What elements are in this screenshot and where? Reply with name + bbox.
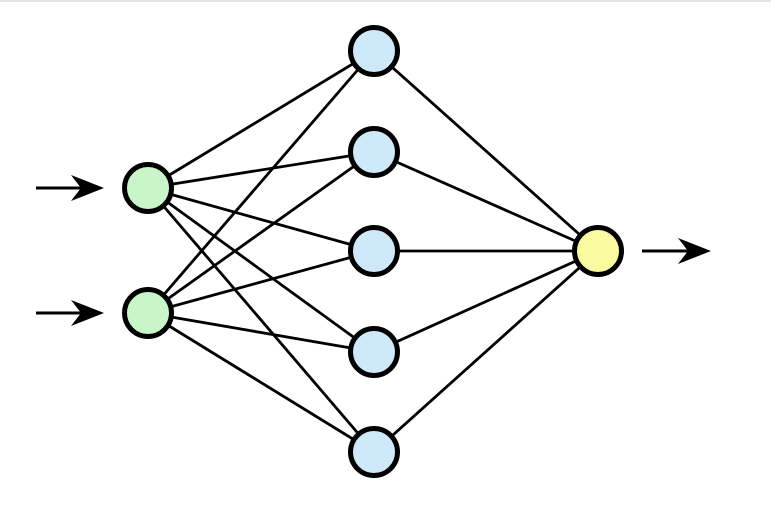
edge-in1-h3 bbox=[147, 186, 375, 253]
input-arrow-1-head-icon bbox=[71, 175, 104, 201]
edge-in2-h5 bbox=[147, 311, 375, 454]
edge-h4-out1 bbox=[373, 249, 599, 354]
edge-in2-h1 bbox=[146, 50, 376, 314]
input-node-2 bbox=[122, 287, 174, 339]
hidden-node-1 bbox=[348, 25, 400, 77]
edge-in1-h5 bbox=[146, 187, 376, 453]
top-border-line bbox=[0, 0, 771, 2]
input-node-1 bbox=[122, 162, 174, 214]
edge-h5-out1 bbox=[373, 249, 599, 454]
hidden-node-4 bbox=[348, 326, 400, 378]
hidden-node-3 bbox=[348, 225, 400, 277]
edge-h1-out1 bbox=[373, 49, 599, 253]
edge-in2-h4 bbox=[147, 311, 375, 354]
hidden-node-2 bbox=[348, 126, 400, 178]
output-arrow-head-icon bbox=[678, 238, 711, 264]
input-arrow-2-head-icon bbox=[71, 300, 104, 326]
hidden-node-5 bbox=[348, 426, 400, 478]
edge-h2-out1 bbox=[373, 150, 599, 253]
edge-in2-h3 bbox=[147, 249, 375, 315]
edge-in1-h1 bbox=[147, 49, 375, 190]
edge-in2-h2 bbox=[147, 150, 375, 315]
edge-in1-h4 bbox=[147, 186, 375, 354]
edge-in1-h2 bbox=[147, 150, 375, 190]
output-node-1 bbox=[572, 225, 624, 277]
